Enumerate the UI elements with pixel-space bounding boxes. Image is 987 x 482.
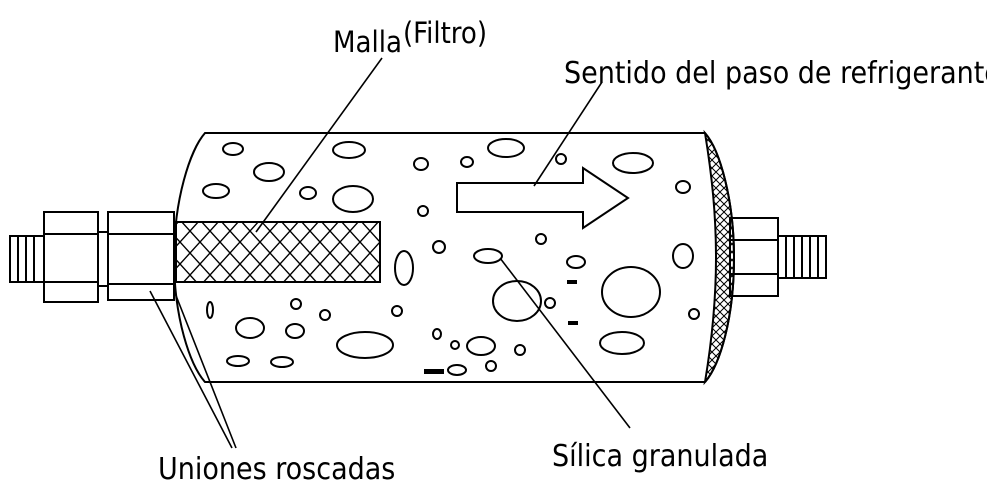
- leader-uniones-1: [149, 290, 233, 449]
- left-fitting-sleeve: [107, 211, 175, 301]
- label-uniones: Uniones roscadas: [158, 452, 395, 482]
- leader-uniones-2: [174, 292, 237, 449]
- right-cap-mesh: [703, 129, 736, 386]
- label-sentido: Sentido del paso de refrigerante: [564, 56, 987, 91]
- flow-arrow: [456, 166, 630, 230]
- mesh-filter: [175, 221, 381, 283]
- right-fitting: [729, 217, 827, 297]
- label-malla: Malla: [333, 25, 402, 59]
- leader-malla: [255, 57, 383, 233]
- left-threaded-end: [9, 235, 45, 283]
- leader-sentido: [533, 81, 603, 187]
- leader-silica: [499, 257, 631, 429]
- label-filtro: (Filtro): [403, 16, 487, 50]
- label-silica: Sílica granulada: [552, 439, 768, 474]
- silica-granules: [202, 138, 700, 376]
- solid-granules: [424, 280, 578, 374]
- left-hex-nut: [43, 211, 109, 303]
